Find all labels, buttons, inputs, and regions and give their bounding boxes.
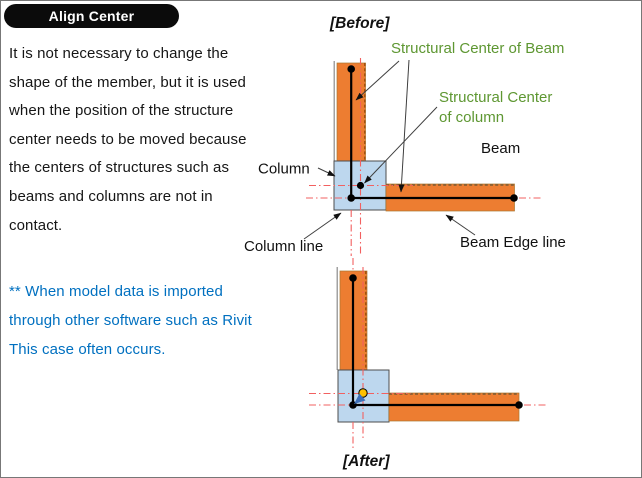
label-column: Column bbox=[258, 161, 310, 178]
label-structural-center-of-column-line2: of column bbox=[439, 109, 504, 126]
before-title: [Before] bbox=[329, 15, 390, 32]
beam-intersection-dot bbox=[347, 194, 356, 202]
label-beam-edge-line: Beam Edge line bbox=[460, 234, 566, 251]
leader-center-of-beam-2 bbox=[398, 59, 410, 193]
column-center-dot bbox=[356, 181, 365, 190]
beam-top-endpoint-dot bbox=[349, 274, 357, 282]
before-diagram: [Before] Structural Center of Beam Struc… bbox=[244, 15, 566, 256]
beam-top-endpoint-dot bbox=[347, 65, 356, 73]
cursor-arrow-icon bbox=[354, 393, 366, 404]
after-diagram: [After] bbox=[309, 258, 547, 470]
align-center-badge: Align Center bbox=[4, 4, 179, 28]
label-column-line: Column line bbox=[244, 238, 323, 255]
label-structural-center-of-column-line1: Structural Center bbox=[439, 89, 552, 106]
horizontal-beam bbox=[388, 392, 520, 422]
leader-center-of-beam-1 bbox=[355, 60, 400, 101]
label-structural-center-of-beam: Structural Center of Beam bbox=[391, 40, 564, 57]
after-title: [After] bbox=[342, 453, 390, 470]
leader-column bbox=[317, 167, 336, 177]
description-paragraph: It is not necessary to change the shape … bbox=[9, 45, 247, 234]
beam-right-endpoint-dot bbox=[515, 401, 523, 409]
align-target-highlight-dot bbox=[358, 388, 368, 398]
leader-column-line bbox=[303, 212, 342, 240]
label-beam: Beam bbox=[481, 140, 520, 157]
beam-right-endpoint-dot bbox=[510, 194, 518, 202]
note-paragraph: ** When model data is imported through o… bbox=[9, 283, 252, 358]
leader-center-of-column bbox=[364, 106, 438, 184]
leader-beam-edge-line bbox=[445, 214, 476, 236]
